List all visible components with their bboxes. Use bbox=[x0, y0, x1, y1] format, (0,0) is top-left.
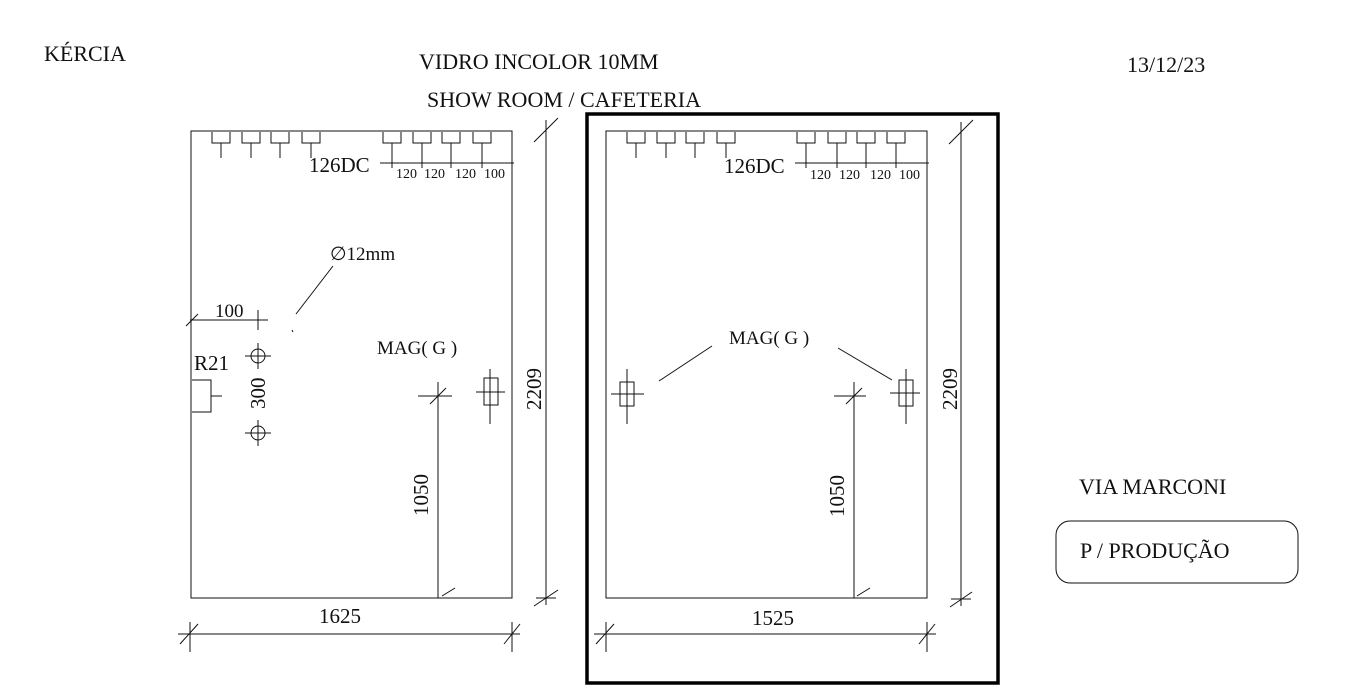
left-top-connectors-left bbox=[211, 132, 321, 158]
right-spacing-2: 120 bbox=[839, 168, 860, 183]
right-magnet-leader-left bbox=[658, 345, 713, 382]
right-magnet-leader-right bbox=[837, 347, 893, 381]
left-hardware-label: 126DC bbox=[309, 153, 370, 177]
location-subtitle: SHOW ROOM / CAFETERIA bbox=[427, 87, 701, 112]
left-notch bbox=[192, 379, 212, 413]
right-magnet-right bbox=[890, 369, 920, 424]
left-hole-diameter-label: ∅12mm bbox=[330, 244, 395, 265]
left-panel-outline bbox=[190, 130, 513, 599]
right-height-label: 2209 bbox=[938, 368, 962, 410]
right-spacing-4: 100 bbox=[899, 168, 920, 183]
left-spacing-3: 120 bbox=[455, 167, 476, 182]
left-magnet-height-label: 1050 bbox=[409, 474, 433, 516]
material-title: VIDRO INCOLOR 10MM bbox=[419, 49, 659, 74]
right-magnet-height-label: 1050 bbox=[825, 475, 849, 517]
client-name: KÉRCIA bbox=[44, 41, 126, 66]
left-magnet-label: MAG( G ) bbox=[377, 338, 457, 359]
left-hole-leader bbox=[295, 265, 334, 315]
right-width-label: 1525 bbox=[752, 606, 794, 630]
left-hole-spacing-label: 300 bbox=[246, 378, 270, 410]
left-magnet bbox=[476, 369, 505, 424]
purpose-box bbox=[1055, 520, 1299, 584]
purpose-label: P / PRODUÇÃO bbox=[1080, 538, 1230, 563]
right-top-connectors-left bbox=[626, 132, 736, 158]
street-label: VIA MARCONI bbox=[1079, 474, 1226, 499]
left-offset-label: 100 bbox=[215, 301, 244, 322]
left-notch-label: R21 bbox=[194, 351, 229, 375]
left-glass-panel: 126DC 120 120 120 100 ∅12mm 100 300 R21 … bbox=[178, 117, 559, 652]
right-spacing-3: 120 bbox=[870, 168, 891, 183]
right-panel-outline bbox=[605, 130, 928, 599]
left-holes bbox=[245, 343, 271, 446]
right-panel-highlight-frame bbox=[585, 112, 1000, 685]
left-height-label: 2209 bbox=[522, 368, 546, 410]
right-top-connectors-right bbox=[795, 132, 929, 168]
left-spacing-1: 120 bbox=[396, 167, 417, 182]
right-magnet-left bbox=[611, 369, 644, 424]
left-width-label: 1625 bbox=[319, 604, 361, 628]
left-spacing-2: 120 bbox=[424, 167, 445, 182]
right-spacing-1: 120 bbox=[810, 168, 831, 183]
right-hardware-label: 126DC bbox=[724, 154, 785, 178]
left-top-connectors-right bbox=[380, 132, 514, 168]
left-spacing-4: 100 bbox=[484, 167, 505, 182]
date-label: 13/12/23 bbox=[1127, 52, 1205, 77]
right-magnet-label: MAG( G ) bbox=[729, 328, 809, 349]
right-glass-panel: 126DC 120 120 120 100 MAG( G ) 1050 2209 bbox=[594, 119, 974, 652]
